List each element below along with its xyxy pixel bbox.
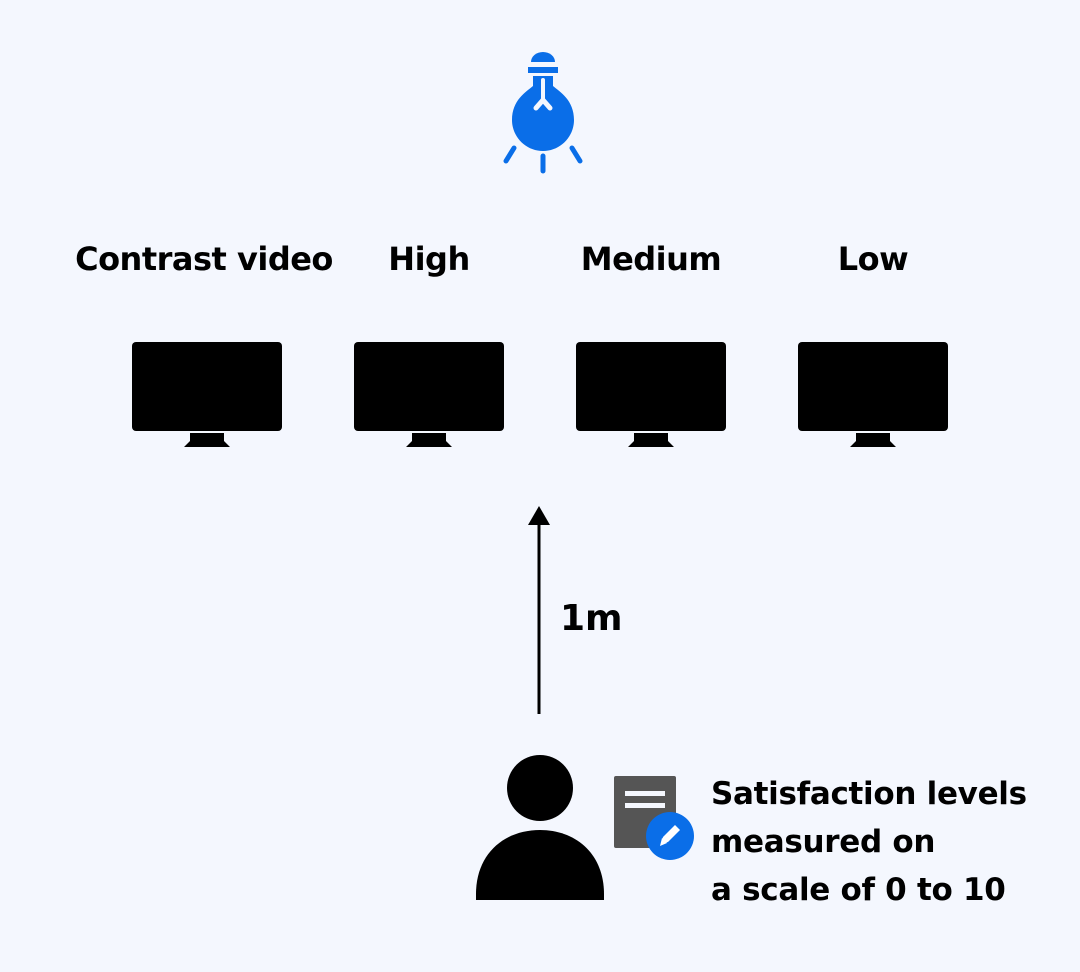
measurement-note: Satisfaction levels measured on a scale …: [711, 770, 1027, 914]
screen-label-medium: Medium: [580, 240, 722, 278]
monitor-icon: [798, 342, 948, 447]
lightbulb-icon: [503, 52, 583, 174]
screen-label-low: Low: [837, 240, 909, 278]
measurement-line-2: measured on: [711, 824, 936, 860]
measurement-line-3: a scale of 0 to 10: [711, 872, 1006, 908]
screen-label-contrast-video: Contrast video: [75, 240, 333, 278]
screen-label-high: High: [388, 240, 470, 278]
distance-label: 1m: [560, 598, 623, 639]
survey-form-edit-icon: [614, 776, 694, 860]
measurement-line-1: Satisfaction levels: [711, 776, 1027, 812]
monitor-icon: [132, 342, 282, 447]
arrow-up-icon: [528, 506, 550, 714]
person-icon: [476, 755, 604, 900]
monitor-icon: [576, 342, 726, 447]
monitor-icon: [354, 342, 504, 447]
